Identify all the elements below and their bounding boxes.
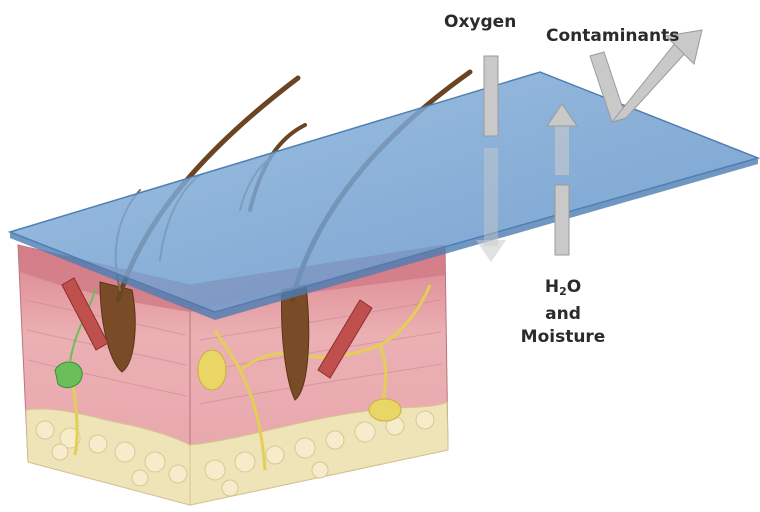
moisture-label: H2O and Moisture (520, 276, 606, 349)
and-label: and (520, 303, 606, 326)
moisture-word: Moisture (520, 326, 606, 349)
nerve-ending-left (198, 350, 226, 390)
contaminants-label: Contaminants (546, 26, 679, 46)
sweat-gland (55, 362, 82, 388)
water-formula: H2O (520, 276, 606, 303)
oxygen-label: Oxygen (444, 12, 516, 32)
nerve-ending-right (369, 399, 401, 421)
